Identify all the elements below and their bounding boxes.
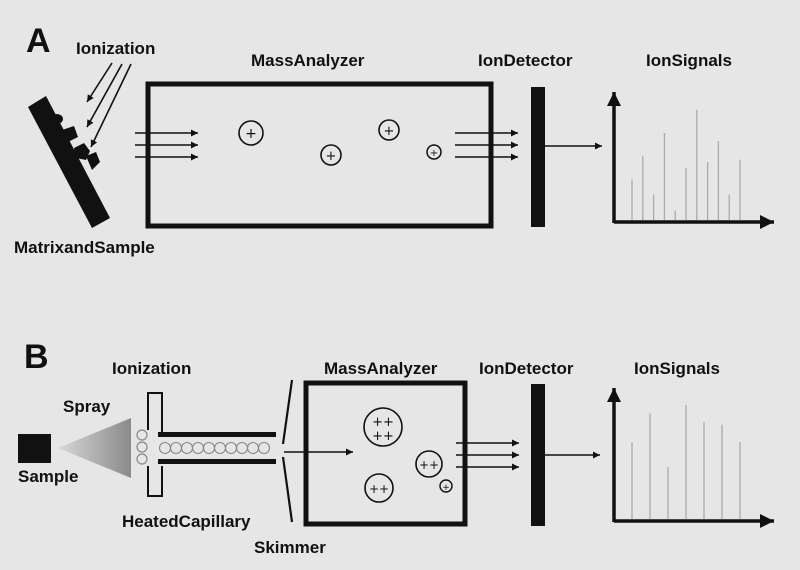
panel-a-spectrum xyxy=(607,92,774,229)
svg-text:+: + xyxy=(384,124,395,139)
panel-a-ions: + + + + xyxy=(238,119,442,166)
svg-text:+: + xyxy=(430,148,438,159)
ionization-beams xyxy=(86,62,132,148)
ion: + xyxy=(439,479,453,493)
panel-a-mass-analyzer-label: MassAnalyzer xyxy=(251,51,365,70)
panel-a: A Ionization MassAnalyzer IonDetector Io… xyxy=(14,22,774,257)
ion: ++ xyxy=(415,450,443,478)
panel-a-entry-arrows xyxy=(135,129,198,161)
svg-text:++: ++ xyxy=(372,429,394,444)
panel-b-ion-detector-bar xyxy=(531,384,545,526)
matrix-crystals xyxy=(51,114,100,170)
panel-b-mass-analyzer-label: MassAnalyzer xyxy=(324,359,438,378)
panel-a-matrix-and-sample-label: MatrixandSample xyxy=(14,238,155,257)
panel-b-peaks xyxy=(631,404,741,519)
panel-b-mass-analyzer-box xyxy=(303,380,468,527)
ion: + xyxy=(426,144,442,160)
ionization-droplets xyxy=(136,429,148,465)
panel-b-letter: B xyxy=(24,338,49,376)
heated-capillary xyxy=(158,432,276,464)
svg-text:+: + xyxy=(245,126,257,142)
svg-text:++: ++ xyxy=(372,415,394,430)
panel-a-ionization-label: Ionization xyxy=(76,39,155,58)
panel-b-skimmer-label: Skimmer xyxy=(254,538,326,557)
panel-b-spray-label: Spray xyxy=(63,397,111,416)
svg-text:+: + xyxy=(442,483,450,493)
ion: ++ xyxy=(364,473,394,503)
spray-cone xyxy=(58,418,131,478)
ion: + xyxy=(320,144,342,166)
ion: + xyxy=(378,119,400,141)
skimmer xyxy=(281,379,294,523)
panel-a-ion-detector-label: IonDetector xyxy=(478,51,573,70)
panel-a-ion-detector-bar xyxy=(531,87,545,227)
panel-b-sample-label: Sample xyxy=(18,467,78,486)
svg-text:++: ++ xyxy=(419,458,439,472)
svg-text:++: ++ xyxy=(369,482,389,496)
ionization-source-frame xyxy=(147,392,163,497)
panel-b-exit-arrows xyxy=(456,439,519,471)
panel-b-ion-detector-label: IonDetector xyxy=(479,359,574,378)
sample-plate xyxy=(28,96,110,228)
ion: ++ ++ xyxy=(363,407,403,447)
panel-a-exit-arrows xyxy=(455,129,518,161)
panel-b-ions: ++ ++ ++ ++ + xyxy=(363,407,453,503)
panel-b-ion-signals-label: IonSignals xyxy=(634,359,720,378)
panel-a-peaks xyxy=(631,109,741,220)
panel-a-mass-analyzer-box xyxy=(145,81,494,229)
panel-a-ion-signals-label: IonSignals xyxy=(646,51,732,70)
panel-b-spectrum xyxy=(607,388,774,528)
sample-block xyxy=(18,434,51,463)
panel-b: B Ionization Spray Sample HeatedCapillar… xyxy=(18,338,774,557)
svg-text:+: + xyxy=(326,149,337,164)
panel-b-heated-capillary-label: HeatedCapillary xyxy=(122,512,251,531)
panel-b-ionization-label: Ionization xyxy=(112,359,191,378)
ion: + xyxy=(238,120,264,146)
panel-a-letter: A xyxy=(26,22,51,60)
